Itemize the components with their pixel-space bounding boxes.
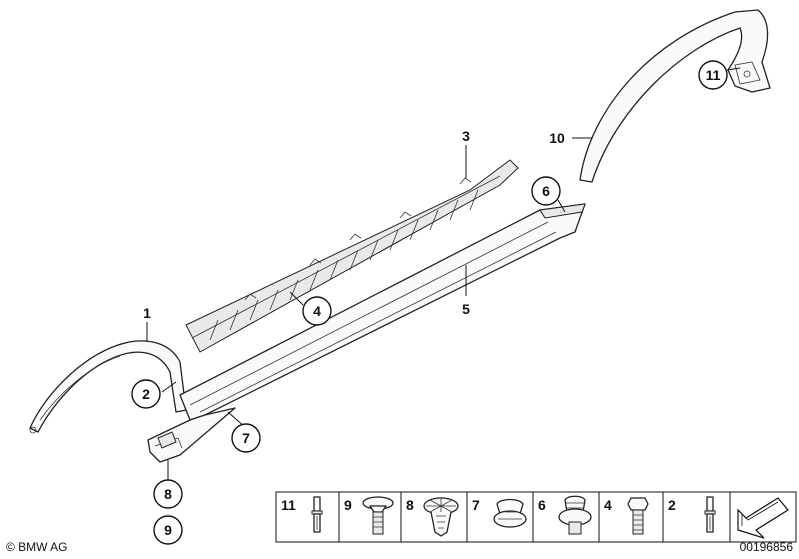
- callout-2: 2: [131, 379, 161, 409]
- strip-cell-1: 11: [281, 496, 323, 533]
- view-direction-icon: [737, 497, 789, 539]
- callout-8: 8: [153, 479, 183, 509]
- copyright-label: © BMW AG: [6, 540, 68, 554]
- svg-text:8: 8: [406, 497, 414, 513]
- callout-3: 3: [462, 128, 470, 144]
- svg-text:3: 3: [462, 128, 470, 144]
- drawing-number: 00196856: [739, 540, 793, 554]
- push-clip-icon: [493, 498, 527, 528]
- callout-4: 4: [302, 296, 332, 326]
- rivet-icon: [311, 496, 323, 533]
- callout-6: 6: [531, 176, 561, 206]
- strip-cell-5: 6: [538, 495, 592, 535]
- svg-text:9: 9: [344, 497, 352, 513]
- callout-1: 1: [143, 305, 151, 321]
- svg-text:11: 11: [706, 67, 721, 83]
- spreader-clip-icon: [423, 497, 459, 537]
- expanding-rivet-icon: [362, 496, 394, 535]
- svg-text:7: 7: [472, 497, 480, 513]
- push-clip-icon: [558, 495, 592, 535]
- svg-text:10: 10: [549, 130, 565, 146]
- svg-text:6: 6: [538, 497, 546, 513]
- svg-text:2: 2: [142, 386, 150, 402]
- svg-text:4: 4: [313, 303, 321, 319]
- svg-text:11: 11: [281, 497, 296, 513]
- svg-text:4: 4: [604, 497, 612, 513]
- callout-7: 7: [231, 423, 261, 453]
- svg-text:2: 2: [668, 497, 676, 513]
- svg-text:6: 6: [542, 183, 550, 199]
- parts-strip: 11 9 8: [275, 491, 797, 543]
- rivet-icon: [704, 496, 716, 533]
- strip-cell-7: 2: [668, 496, 716, 533]
- svg-text:5: 5: [462, 301, 470, 317]
- svg-text:7: 7: [242, 430, 250, 446]
- sill-end-cap[interactable]: [147, 407, 236, 463]
- strip-cell-4: 7: [472, 497, 527, 528]
- side-sill-panel[interactable]: [179, 203, 586, 421]
- bolt-icon: [627, 497, 649, 535]
- callout-11: 11: [698, 60, 728, 90]
- strip-cell-6: 4: [604, 497, 649, 535]
- svg-text:8: 8: [164, 486, 172, 502]
- leader-lines: [146, 67, 741, 480]
- strip-cell-3: 8: [406, 497, 459, 537]
- svg-text:1: 1: [143, 305, 151, 321]
- callout-10: 10: [549, 130, 565, 146]
- callout-5: 5: [462, 301, 470, 317]
- callout-9: 9: [153, 515, 183, 545]
- strip-cell-2: 9: [344, 496, 394, 535]
- front-wheel-arch-trim[interactable]: [29, 340, 187, 434]
- svg-text:9: 9: [164, 522, 172, 538]
- rear-wheel-arch-trim[interactable]: [579, 9, 771, 183]
- sill-reinforcement[interactable]: [185, 159, 519, 353]
